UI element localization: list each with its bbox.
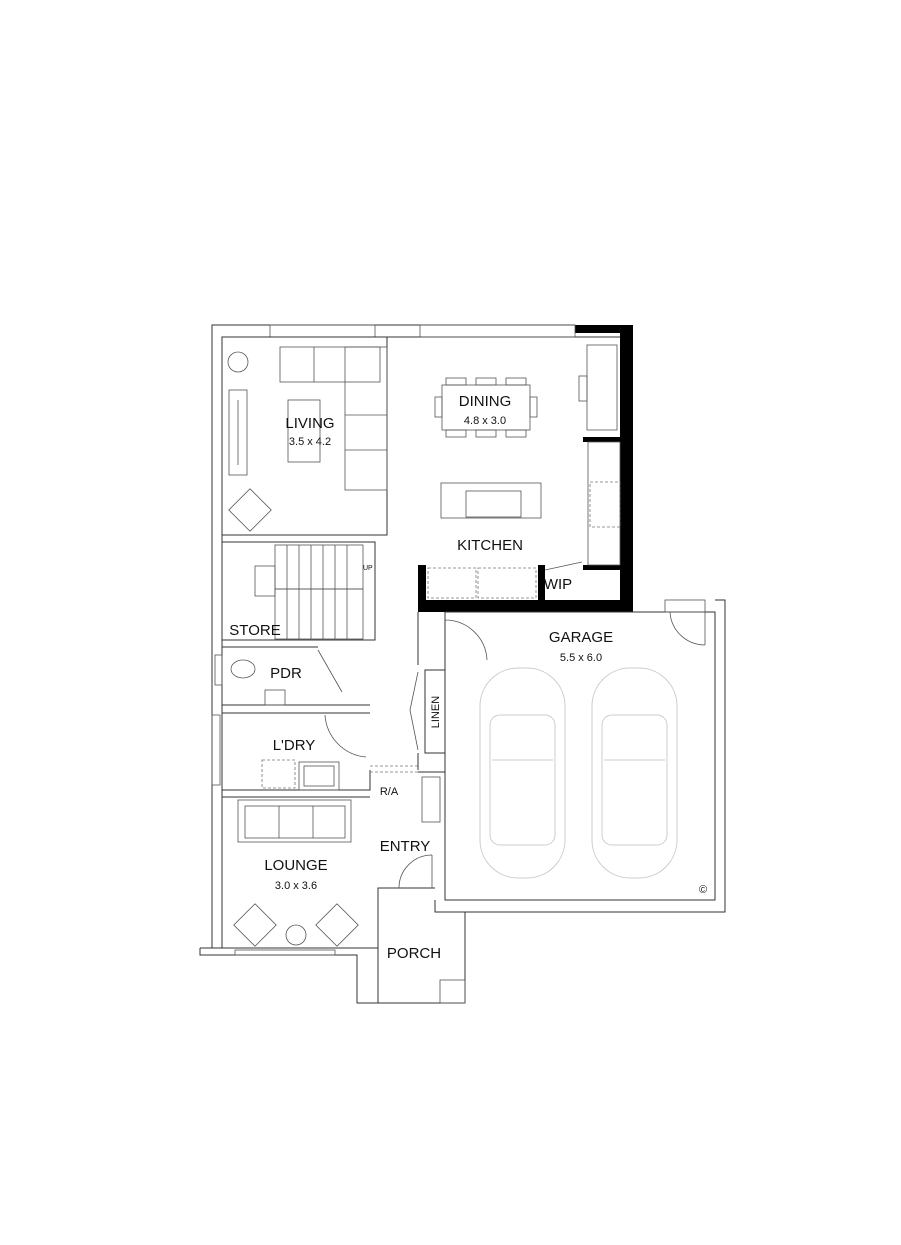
room-label-lounge: LOUNGE [264,857,327,874]
room-label-store: STORE [229,622,280,639]
copyright-icon: © [699,884,707,896]
stair-up-label: UP [363,565,373,572]
room-label-living: LIVING [285,415,334,432]
car-right-icon [591,667,678,879]
room-label-dining: DINING [459,393,512,410]
room-size-living: 3.5 x 4.2 [289,436,331,448]
room-label-ldry: L'DRY [273,737,316,754]
room-size-garage: 5.5 x 6.0 [560,652,602,664]
car-left-icon [479,667,566,879]
room-size-lounge: 3.0 x 3.6 [275,880,317,892]
room-label-entry: ENTRY [380,838,431,855]
walls [199,324,726,1004]
room-label-kitchen: KITCHEN [457,537,523,554]
room-label-porch: PORCH [387,945,441,962]
room-label-garage: GARAGE [549,629,613,646]
return-air-label: R/A [380,786,399,798]
room-label-wip: WIP [544,576,572,593]
room-label-pdr: PDR [270,665,302,682]
room-size-dining: 4.8 x 3.0 [464,415,506,427]
room-label-linen: LINEN [430,696,442,728]
